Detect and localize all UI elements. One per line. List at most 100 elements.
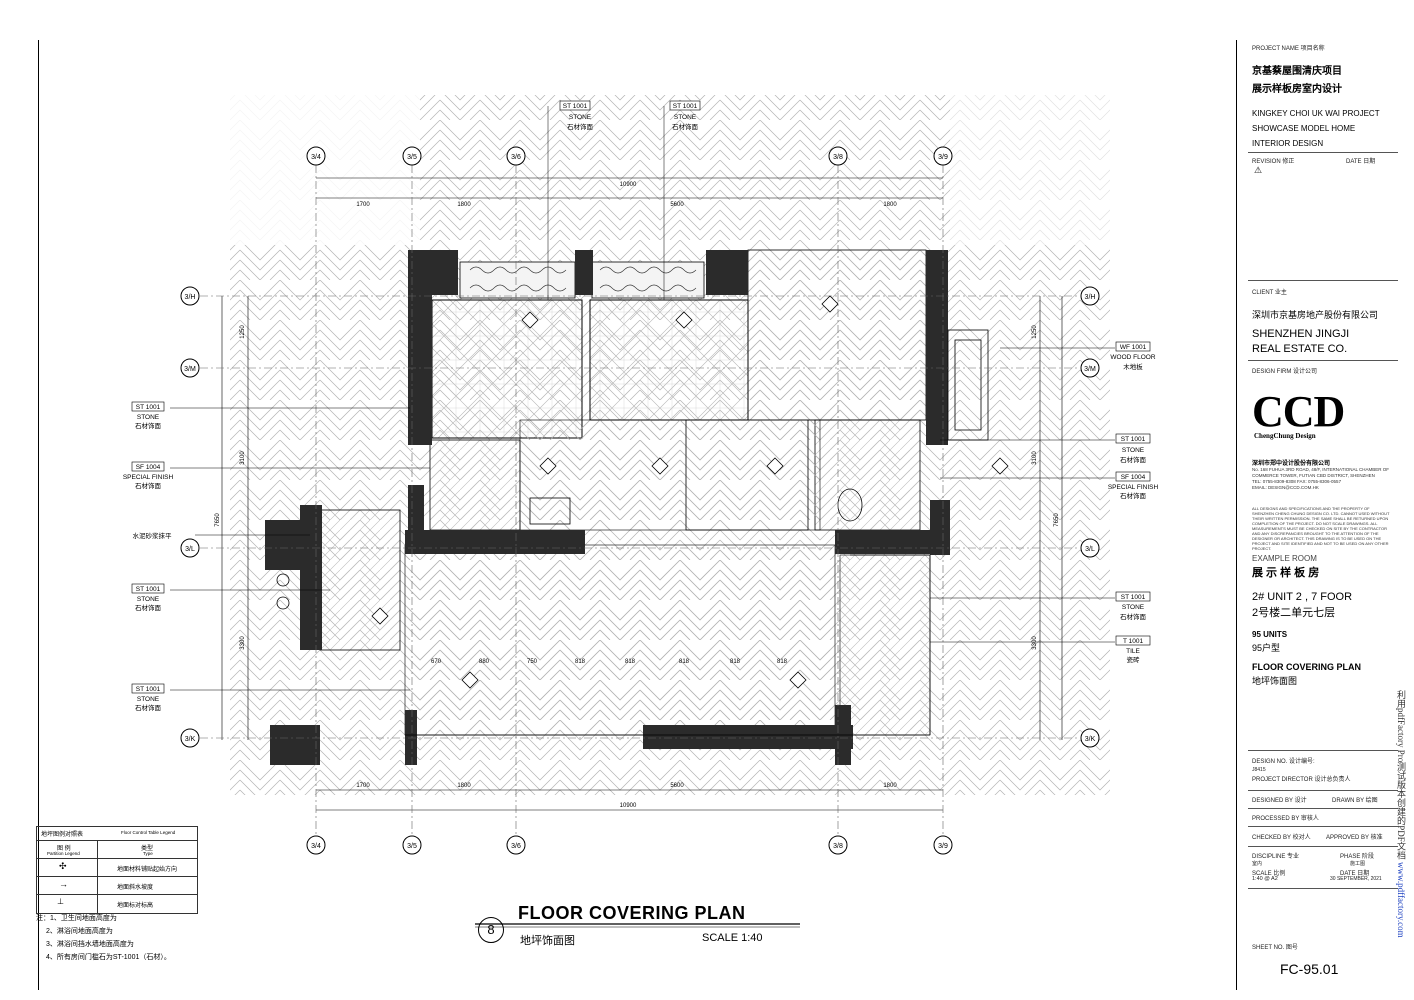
svg-text:SF 1004: SF 1004 [1121,474,1146,481]
svg-text:3100: 3100 [1032,451,1038,465]
svg-text:瓷砖: 瓷砖 [1127,655,1141,664]
svg-text:3100: 3100 [240,451,246,465]
svg-text:SF 1004: SF 1004 [136,464,161,471]
sheet-left-border [38,40,39,990]
svg-text:7650: 7650 [215,513,221,527]
grid-top-4: 3/8 [833,154,843,161]
svg-text:石材饰面: 石材饰面 [135,603,162,612]
svg-text:ST 1001: ST 1001 [1121,594,1146,601]
grid-bubbles-left: 3/H 3/M 3/L 3/K [180,286,200,748]
svg-text:SPECIAL FINISH: SPECIAL FINISH [1108,484,1159,491]
room-dining [404,544,836,736]
client-name-cn: 深圳市京基房地产股份有限公司 [1252,310,1379,320]
svg-text:1250: 1250 [1032,325,1038,339]
svg-text:5600: 5600 [670,202,684,208]
legend-table: 地坪图例对照表 Floor Control Table Legend 图 例 P… [36,826,198,914]
room-bath-1 [429,439,521,531]
svg-text:STONE: STONE [137,596,160,603]
room-bedroom-2 [589,299,749,421]
legend-title: 地坪图例对照表 [41,832,84,838]
svg-text:3300: 3300 [1032,636,1038,650]
svg-text:T 1001: T 1001 [1123,638,1144,645]
warning-triangle-icon: ⚠ [1254,165,1263,175]
project-name-cn-1: 京基蔡屋围清庆项目 [1252,66,1342,77]
svg-text:3/4: 3/4 [311,843,321,850]
room-living [747,249,927,421]
room-balcony [839,554,931,736]
svg-text:1800: 1800 [883,202,897,208]
slope-arrow-icon: → [59,879,68,889]
svg-text:3300: 3300 [240,636,246,650]
svg-text:TILE: TILE [1126,648,1140,655]
svg-text:STONE: STONE [137,414,160,421]
svg-text:3/M: 3/M [184,366,196,373]
svg-text:WF 1001: WF 1001 [1120,344,1147,351]
sheet-right-border [1236,40,1237,990]
level-mark-icon: ⊥ [57,897,64,906]
room-kitchen [319,509,401,651]
svg-text:STONE: STONE [569,114,592,121]
floor-plan-drawing: 3/4 3/5 3/6 3/8 3/9 3/4 3/5 3/6 3/8 3/9 … [123,95,1159,928]
grid-bubbles-bottom: 3/4 3/5 3/6 3/8 3/9 [306,835,953,855]
svg-text:石材饰面: 石材饰面 [135,421,162,430]
pdf-watermark: 利用pdfFactory Pro测试版本创建的PDF文档 www.pdffact… [1396,690,1406,938]
svg-text:木地板: 木地板 [1123,362,1143,371]
drawing-number-badge: 8 [478,917,504,943]
svg-text:1700: 1700 [356,783,370,789]
svg-text:818: 818 [575,659,586,665]
svg-text:STONE: STONE [1122,604,1145,611]
svg-text:ST 1001: ST 1001 [136,404,161,411]
svg-text:3/M: 3/M [1084,366,1096,373]
svg-text:7650: 7650 [1054,513,1060,527]
ccd-logo: CCD [1252,387,1345,436]
svg-text:STONE: STONE [674,114,697,121]
svg-text:3/6: 3/6 [511,843,521,850]
notes: 注：1、卫生间地面高度为 2、淋浴间地面高度为 3、淋浴间挡水墙地面高度为 4、… [36,915,171,961]
svg-text:670: 670 [431,659,442,665]
svg-text:WOOD FLOOR: WOOD FLOOR [1110,354,1155,361]
svg-text:818: 818 [679,659,690,665]
grid-top-3: 3/6 [511,154,521,161]
svg-text:5600: 5600 [670,783,684,789]
direction-arrows-icon: ✣ [59,861,67,871]
svg-text:818: 818 [625,659,636,665]
svg-text:3/L: 3/L [185,546,195,553]
grid-top-1: 3/4 [311,154,321,161]
drawing-scale: SCALE 1:40 [702,932,763,944]
title-block: PROJECT NAME 项目名称 京基蔡屋围清庆项目 展示样板房室内设计 KI… [1240,40,1414,990]
dim-top-total: 10900 [620,182,637,188]
svg-text:818: 818 [730,659,741,665]
svg-text:石材饰面: 石材饰面 [135,703,162,712]
svg-text:石材饰面: 石材饰面 [135,481,162,490]
svg-text:1800: 1800 [457,202,471,208]
planter-2 [591,261,705,299]
svg-text:ST 1001: ST 1001 [136,686,161,693]
room-bedroom-1 [431,299,583,439]
svg-text:石材饰面: 石材饰面 [567,122,594,131]
svg-text:水泥砂浆抹平: 水泥砂浆抹平 [133,531,173,540]
svg-text:3/5: 3/5 [407,843,417,850]
grid-bubbles-top: 3/4 3/5 3/6 3/8 3/9 [306,146,953,166]
svg-text:3/H: 3/H [1085,294,1096,301]
svg-text:3/8: 3/8 [833,843,843,850]
svg-text:1250: 1250 [240,325,246,339]
sheet-number: FC-95.01 [1280,961,1339,977]
drawing-title: FLOOR COVERING PLAN [518,903,746,923]
tag-top-right-code: ST 1001 [673,103,698,110]
svg-text:石材饰面: 石材饰面 [672,122,699,131]
room-corridor [519,419,821,531]
svg-text:ST 1001: ST 1001 [136,586,161,593]
watermark-link[interactable]: www.pdffactory.com [1396,862,1406,938]
level-markers [371,295,1009,689]
svg-text:石材饰面: 石材饰面 [1120,491,1147,500]
svg-text:1800: 1800 [883,783,897,789]
svg-text:750: 750 [527,659,538,665]
svg-text:1700: 1700 [356,202,370,208]
svg-text:STONE: STONE [1122,447,1145,454]
dim-bottom-total: 10900 [620,803,637,809]
svg-text:818: 818 [777,659,788,665]
svg-text:SPECIAL FINISH: SPECIAL FINISH [123,474,174,481]
svg-text:3/9: 3/9 [938,843,948,850]
svg-text:3/L: 3/L [1085,546,1095,553]
svg-text:880: 880 [479,659,490,665]
